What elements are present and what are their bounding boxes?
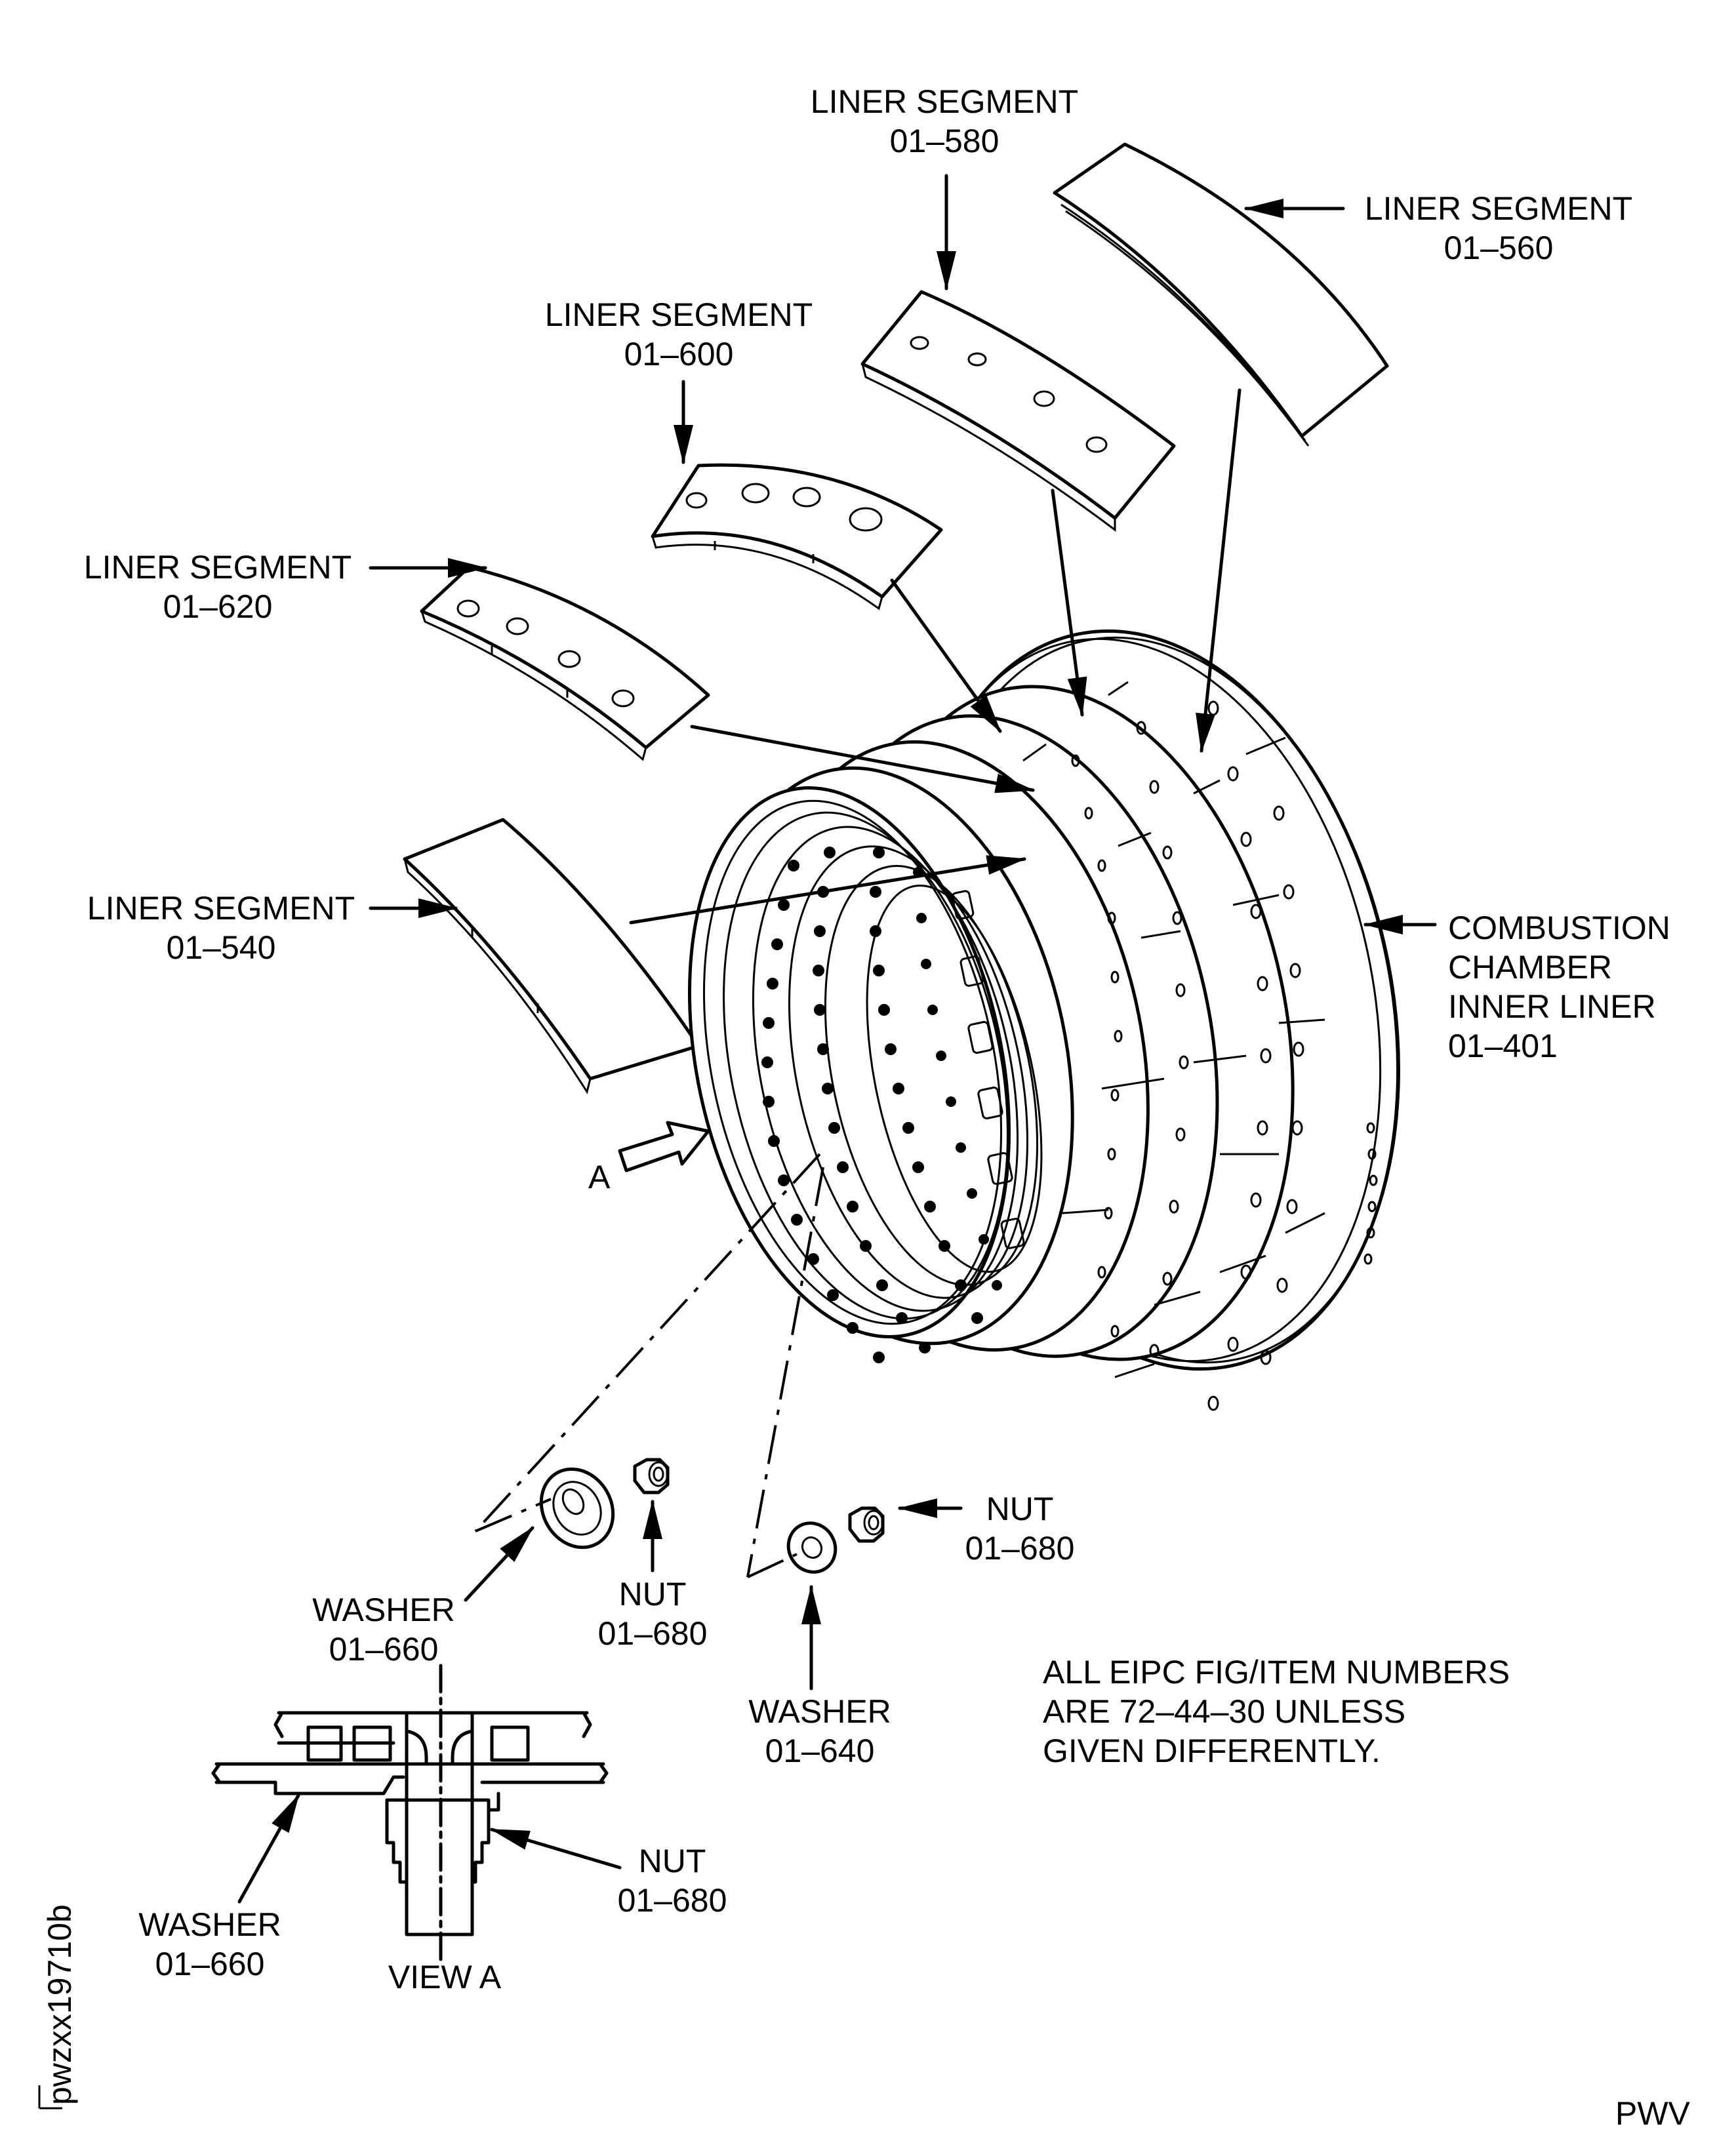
svg-text:01–640: 01–640 <box>765 1732 875 1769</box>
svg-text:LINER SEGMENT: LINER SEGMENT <box>1365 190 1632 227</box>
svg-text:LINER SEGMENT: LINER SEGMENT <box>545 296 813 333</box>
svg-text:pwzxx19710b: pwzxx19710b <box>41 1904 78 2105</box>
svg-text:01–401: 01–401 <box>1448 1028 1558 1064</box>
svg-text:LINER SEGMENT: LINER SEGMENT <box>84 549 352 586</box>
label-liner-segment-620: LINER SEGMENT 01–620 <box>84 549 352 625</box>
svg-text:WASHER: WASHER <box>138 1906 281 1943</box>
label-nut-680-right: NUT 01–680 <box>965 1491 1075 1567</box>
svg-text:ARE 72–44–30 UNLESS: ARE 72–44–30 UNLESS <box>1043 1693 1405 1730</box>
svg-text:CHAMBER: CHAMBER <box>1448 949 1612 986</box>
svg-text:COMBUSTION: COMBUSTION <box>1448 910 1670 946</box>
file-id: pwzxx19710b <box>38 1904 78 2110</box>
combustion-chamber-inner-liner <box>687 629 1400 1411</box>
svg-text:WASHER: WASHER <box>312 1592 455 1628</box>
label-view-marker: A <box>588 1159 611 1195</box>
label-combustion-chamber-inner-liner: COMBUSTION CHAMBER INNER LINER 01–401 <box>1448 910 1670 1064</box>
liner-segment-580 <box>860 290 1176 532</box>
view-a-arrow-icon <box>618 1121 710 1172</box>
label-nut-680-view: NUT 01–680 <box>618 1843 727 1919</box>
label-nut-680-upper: NUT 01–680 <box>598 1576 708 1652</box>
label-washer-660-view: WASHER 01–660 <box>138 1906 281 1982</box>
svg-text:01–680: 01–680 <box>598 1615 708 1652</box>
svg-text:LINER SEGMENT: LINER SEGMENT <box>87 890 355 927</box>
svg-text:01–620: 01–620 <box>163 588 273 625</box>
svg-text:GIVEN DIFFERENTLY.: GIVEN DIFFERENTLY. <box>1043 1732 1381 1769</box>
label-liner-segment-600: LINER SEGMENT 01–600 <box>545 296 813 372</box>
leader-lines <box>237 174 1437 1904</box>
liner-segment-560 <box>1053 142 1389 447</box>
svg-text:01–660: 01–660 <box>329 1631 439 1668</box>
view-a-section <box>211 1664 609 1963</box>
svg-text:01–600: 01–600 <box>624 336 734 372</box>
washer-660-part <box>539 1467 615 1550</box>
svg-text:NUT: NUT <box>619 1576 687 1612</box>
svg-text:01–680: 01–680 <box>618 1882 727 1919</box>
svg-text:NUT: NUT <box>639 1843 706 1879</box>
assembly-centerlines <box>474 1153 824 1578</box>
svg-text:ALL EIPC FIG/ITEM NUMBERS: ALL EIPC FIG/ITEM NUMBERS <box>1043 1654 1510 1691</box>
label-liner-segment-580: LINER SEGMENT 01–580 <box>811 83 1078 159</box>
eipc-note: ALL EIPC FIG/ITEM NUMBERS ARE 72–44–30 U… <box>1043 1654 1510 1769</box>
svg-text:01–660: 01–660 <box>155 1946 265 1982</box>
svg-text:INNER LINER: INNER LINER <box>1448 988 1656 1025</box>
svg-text:01–680: 01–680 <box>965 1530 1075 1567</box>
nut-680-part-upper <box>633 1458 670 1494</box>
label-liner-segment-560: LINER SEGMENT 01–560 <box>1365 190 1632 266</box>
svg-text:NUT: NUT <box>986 1491 1054 1527</box>
svg-text:LINER SEGMENT: LINER SEGMENT <box>811 83 1078 120</box>
washer-640-part <box>786 1521 838 1574</box>
corner-mark: PWV <box>1615 2095 1691 2132</box>
svg-text:WASHER: WASHER <box>748 1693 891 1730</box>
view-a-title: VIEW A <box>388 1959 502 1995</box>
liner-segment-540 <box>403 818 700 1094</box>
liner-segment-620 <box>420 565 710 761</box>
svg-text:01–580: 01–580 <box>890 123 999 159</box>
label-washer-660-upper: WASHER 01–660 <box>312 1592 455 1668</box>
label-liner-segment-540: LINER SEGMENT 01–540 <box>87 890 355 966</box>
label-washer-640: WASHER 01–640 <box>748 1693 891 1769</box>
svg-text:01–560: 01–560 <box>1444 230 1554 266</box>
nut-680-part-right <box>848 1506 885 1543</box>
svg-text:01–540: 01–540 <box>167 929 276 966</box>
liner-segment-600 <box>651 463 943 611</box>
